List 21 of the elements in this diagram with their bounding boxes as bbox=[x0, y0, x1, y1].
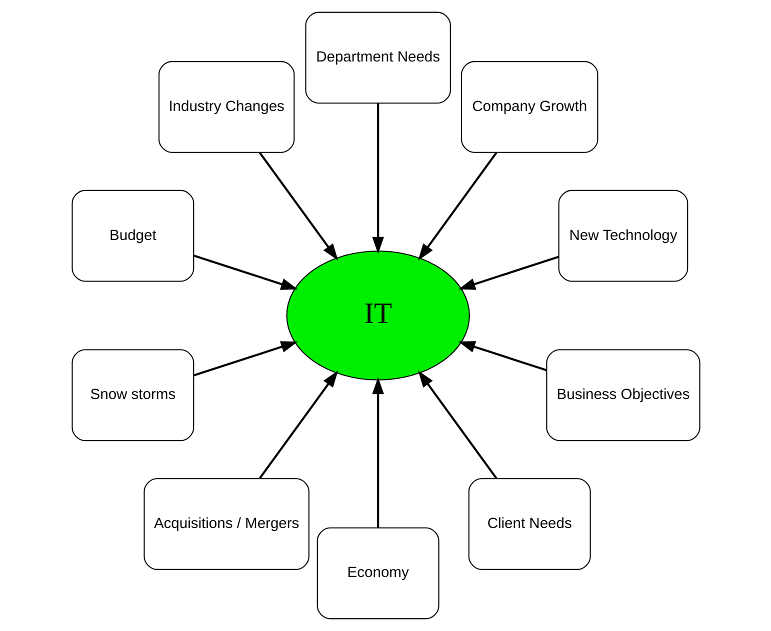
arrow bbox=[458, 341, 546, 372]
node-box: Business Objectives bbox=[546, 349, 700, 442]
node-box: Acquisitions / Mergers bbox=[143, 478, 309, 570]
node-box: Budget bbox=[71, 190, 194, 282]
arrow bbox=[372, 103, 384, 254]
arrow bbox=[193, 254, 298, 290]
node-box: Industry Changes bbox=[158, 61, 294, 153]
arrow bbox=[418, 370, 497, 479]
node-box: Client Needs bbox=[468, 478, 590, 570]
node-ellipse: IT bbox=[286, 250, 470, 380]
node-box: Economy bbox=[316, 527, 439, 620]
arrow bbox=[372, 377, 384, 528]
node-box: New Technology bbox=[558, 190, 688, 282]
arrow bbox=[458, 256, 559, 290]
arrow bbox=[418, 152, 497, 260]
arrow bbox=[258, 370, 338, 479]
node-box: Company Growth bbox=[460, 61, 598, 153]
arrow bbox=[258, 152, 338, 260]
node-box: Department Needs bbox=[304, 12, 450, 104]
node-box: Snow storms bbox=[71, 349, 194, 442]
arrow bbox=[193, 341, 298, 376]
